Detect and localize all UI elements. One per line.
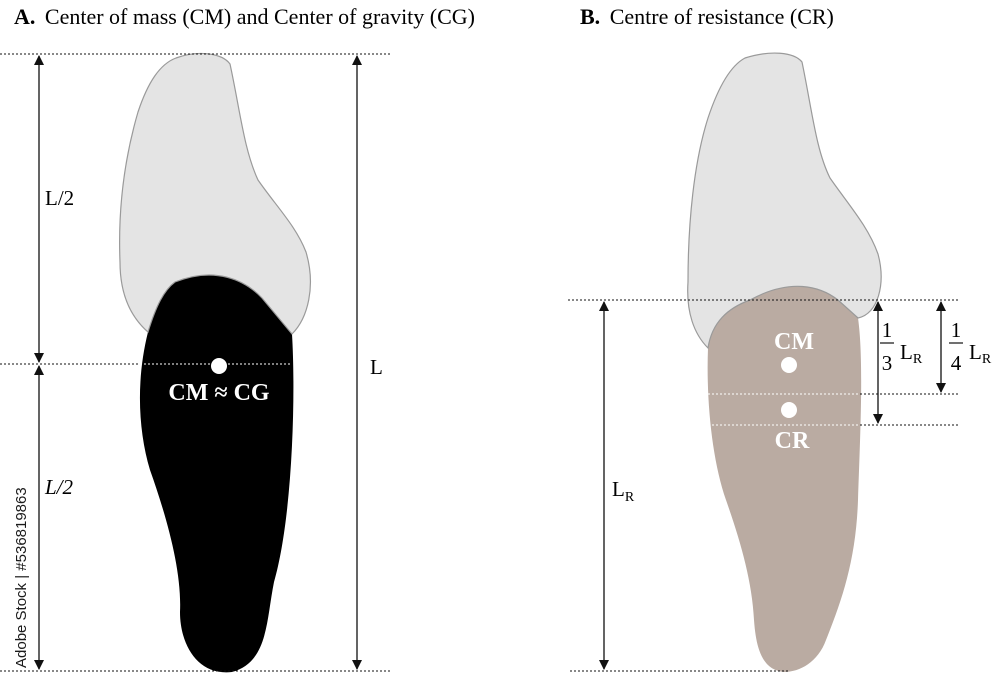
a-full-length-label: L [370,355,383,379]
a-cm-cg-point [211,358,227,374]
a-lower-half-label: L/2 [44,475,74,499]
b-cm-label: CM [774,329,814,355]
panel-a: A. Center of mass (CM) and Center of gra… [0,4,475,673]
a-upper-half-label: L/2 [45,186,74,210]
svg-text:4: 4 [951,351,962,375]
panel-b: B. Centre of resistance (CR) LR 1 3 LR [568,4,992,672]
b-cm-point [781,357,797,373]
b-cr-point [781,402,797,418]
svg-text:LR: LR [900,340,923,367]
tooth-b-root [707,286,862,672]
a-cm-cg-label: CM ≈ CG [168,380,269,406]
tooth-a-root [139,274,294,673]
b-root-length-label: LR [612,477,635,505]
b-cr-label: CR [775,428,810,454]
svg-text:3: 3 [882,351,893,375]
svg-text:LR: LR [969,340,992,367]
svg-text:1: 1 [882,318,893,342]
tooth-a-crown [119,52,312,335]
panel-a-title: A. Center of mass (CM) and Center of gra… [14,4,475,29]
watermark-text: Adobe Stock | #536819863 [13,487,30,668]
b-third-fraction: 1 3 LR [880,318,923,375]
svg-text:1: 1 [951,318,962,342]
b-quarter-fraction: 1 4 LR [949,318,992,375]
panel-b-title: B. Centre of resistance (CR) [580,4,834,29]
tooth-b-crown [687,52,882,350]
watermark: Adobe Stock | #536819863 [13,487,30,668]
